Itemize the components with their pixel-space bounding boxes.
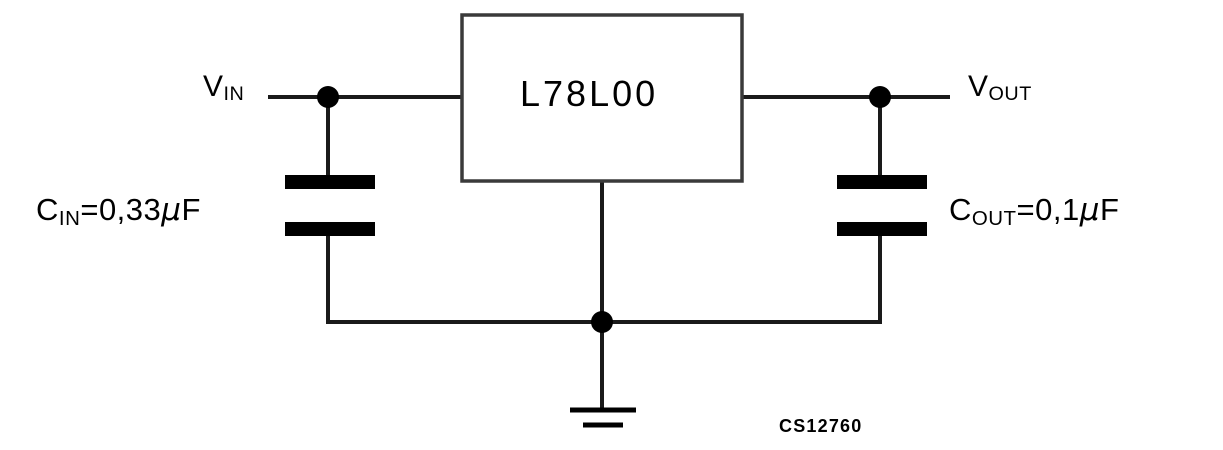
output-capacitor-label: COUT=0,1μF <box>949 192 1120 228</box>
cin-unit: F <box>181 192 201 227</box>
cout-subscript: OUT <box>971 206 1017 230</box>
cin-unit-prefix: μ <box>161 192 182 228</box>
cout-unit-prefix: μ <box>1079 192 1100 228</box>
input-voltage-symbol: V <box>203 70 224 103</box>
output-voltage-subscript: OUT <box>988 83 1032 106</box>
cout-designator: C <box>949 192 972 227</box>
cin-bottom-plate <box>285 222 375 236</box>
ground-symbol <box>570 407 636 428</box>
drawing-reference-code: CS12760 <box>779 416 863 436</box>
junction-dot-output <box>869 86 891 108</box>
cin-equals: = <box>80 192 99 227</box>
cout-value: 0,1 <box>1035 192 1080 227</box>
junction-dot-input <box>317 86 339 108</box>
ic-body-rectangle <box>460 13 744 183</box>
output-voltage-label: VOUT <box>968 70 1032 106</box>
cin-subscript: IN <box>58 206 81 230</box>
cin-value: 0,33 <box>98 192 162 227</box>
output-voltage-symbol: V <box>968 70 989 103</box>
cout-equals: = <box>1016 192 1036 227</box>
junction-dot-ground <box>591 311 613 333</box>
cout-top-plate <box>837 175 927 189</box>
cin-designator: C <box>36 192 59 227</box>
input-voltage-subscript: IN <box>223 83 245 106</box>
cout-bottom-plate <box>837 222 927 236</box>
input-voltage-label: VIN <box>203 70 245 106</box>
wire-group <box>268 95 950 410</box>
ic-part-number-label: L78L00 <box>520 73 659 114</box>
cin-top-plate <box>285 175 375 189</box>
cout-unit: F <box>1099 192 1120 227</box>
input-capacitor-label: CIN=0,33μF <box>36 192 201 228</box>
